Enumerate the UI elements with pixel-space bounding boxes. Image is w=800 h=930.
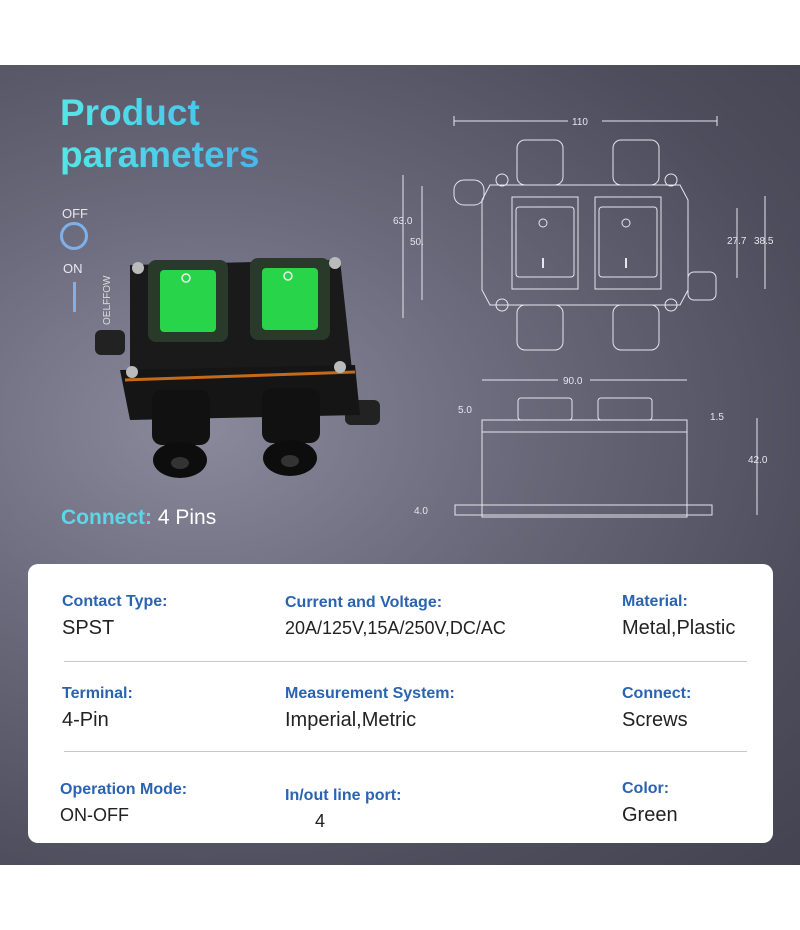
spec-contact-type: Contact Type:SPST [62, 593, 168, 639]
product-photo: OELFFOW [95, 257, 380, 478]
specs-card: Contact Type:SPST Current and Voltage:20… [28, 564, 773, 843]
spec-material: Material:Metal,Plastic [622, 593, 736, 639]
off-label: OFF [62, 206, 88, 221]
divider [64, 661, 747, 662]
on-bar-icon [73, 282, 76, 312]
divider [64, 751, 747, 752]
svg-text:42.0: 42.0 [748, 455, 768, 466]
cable-gland-1 [152, 390, 210, 478]
connect-info: Connect: 4 Pins [61, 506, 217, 529]
spec-color: Color:Green [622, 780, 678, 826]
spec-operation-mode: Operation Mode:ON-OFF [60, 781, 188, 825]
spec-connect: Connect:Screws [622, 685, 692, 731]
cable-gland-2 [262, 388, 320, 476]
technical-drawing: 110 63.0 50. 27.7 38.5 90.0 5.0 1.5 42.0… [393, 116, 774, 518]
svg-text:OELFFOW: OELFFOW [102, 275, 113, 325]
svg-text:110: 110 [572, 117, 588, 128]
on-label: ON [63, 261, 83, 276]
off-circle-icon [60, 222, 88, 250]
rocker-switch-2 [250, 258, 330, 340]
rocker-switch-1 [148, 260, 228, 342]
svg-text:63.0: 63.0 [393, 216, 413, 227]
svg-text:50.: 50. [410, 237, 424, 248]
svg-text:38.5: 38.5 [754, 236, 774, 247]
svg-text:90.0: 90.0 [563, 376, 583, 387]
svg-text:27.7: 27.7 [727, 236, 747, 247]
spec-inout-port: In/out line port:4 [285, 787, 402, 831]
spec-measurement-system: Measurement System:Imperial,Metric [285, 685, 455, 731]
svg-text:4.0: 4.0 [414, 506, 428, 517]
svg-text:1.5: 1.5 [710, 412, 724, 423]
spec-terminal: Terminal:4-Pin [62, 685, 133, 731]
svg-text:5.0: 5.0 [458, 405, 472, 416]
spec-current-voltage: Current and Voltage:20A/125V,15A/250V,DC… [285, 594, 506, 638]
